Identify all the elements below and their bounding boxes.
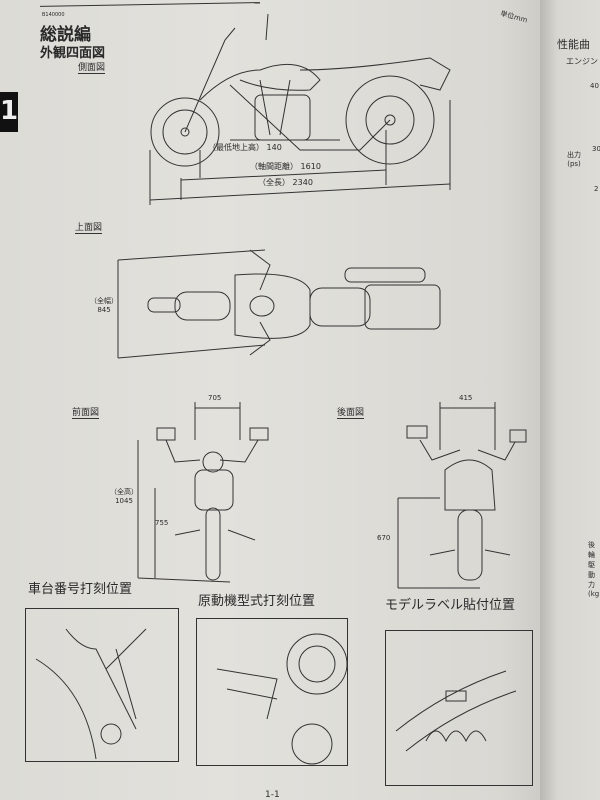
- front-top-dimension: 705: [208, 394, 222, 402]
- ground-clearance-dimension: （最低地上高） 140: [208, 143, 282, 152]
- right-page-subtitle: エンジン: [566, 57, 598, 66]
- side-view-drawing: [149, 13, 451, 205]
- y-tick: 2: [594, 185, 599, 193]
- rear-seat-dimension: 670: [377, 534, 391, 542]
- front-view-drawing: [137, 402, 269, 583]
- side-view-label: 側面図: [78, 60, 106, 74]
- model-label-illustration: [385, 630, 533, 786]
- length-dimension: （全長） 2340: [258, 178, 313, 187]
- top-view-label: 上面図: [75, 220, 103, 234]
- section-code: B140000: [42, 12, 65, 18]
- manual-page: [0, 0, 556, 800]
- engine-number-location-title: 原動機型式打刻位置: [198, 594, 316, 609]
- rear-top-dimension: 415: [459, 394, 473, 402]
- y-axis-label-2: 後輪駆動力(kg: [588, 541, 600, 598]
- front-view-label: 前面図: [72, 405, 100, 419]
- y-tick: 40: [590, 82, 599, 90]
- page-title: 外観四面図: [40, 46, 106, 61]
- y-axis-label: 出力(ps): [567, 151, 581, 168]
- height-dimension: （全高）1045: [110, 488, 138, 505]
- section-title: 総説編: [40, 25, 91, 45]
- y-tick: 30: [592, 145, 600, 153]
- model-label-location-title: モデルラベル貼付位置: [385, 598, 516, 613]
- rear-view-drawing: [397, 402, 527, 589]
- chapter-tab: 1: [0, 92, 18, 132]
- front-seat-dimension: 755: [155, 519, 169, 527]
- frame-number-illustration: [25, 608, 179, 762]
- right-page-title: 性能曲: [557, 38, 590, 51]
- page-number: 1-1: [265, 790, 280, 800]
- wheelbase-dimension: （軸間距離） 1610: [250, 162, 321, 171]
- width-dimension: （全幅）845: [90, 297, 118, 314]
- right-page: [540, 0, 600, 800]
- rear-view-label: 後面図: [337, 405, 365, 419]
- frame-number-location-title: 車台番号打刻位置: [28, 582, 133, 597]
- engine-number-illustration: [196, 618, 348, 766]
- top-view-drawing: [117, 249, 441, 359]
